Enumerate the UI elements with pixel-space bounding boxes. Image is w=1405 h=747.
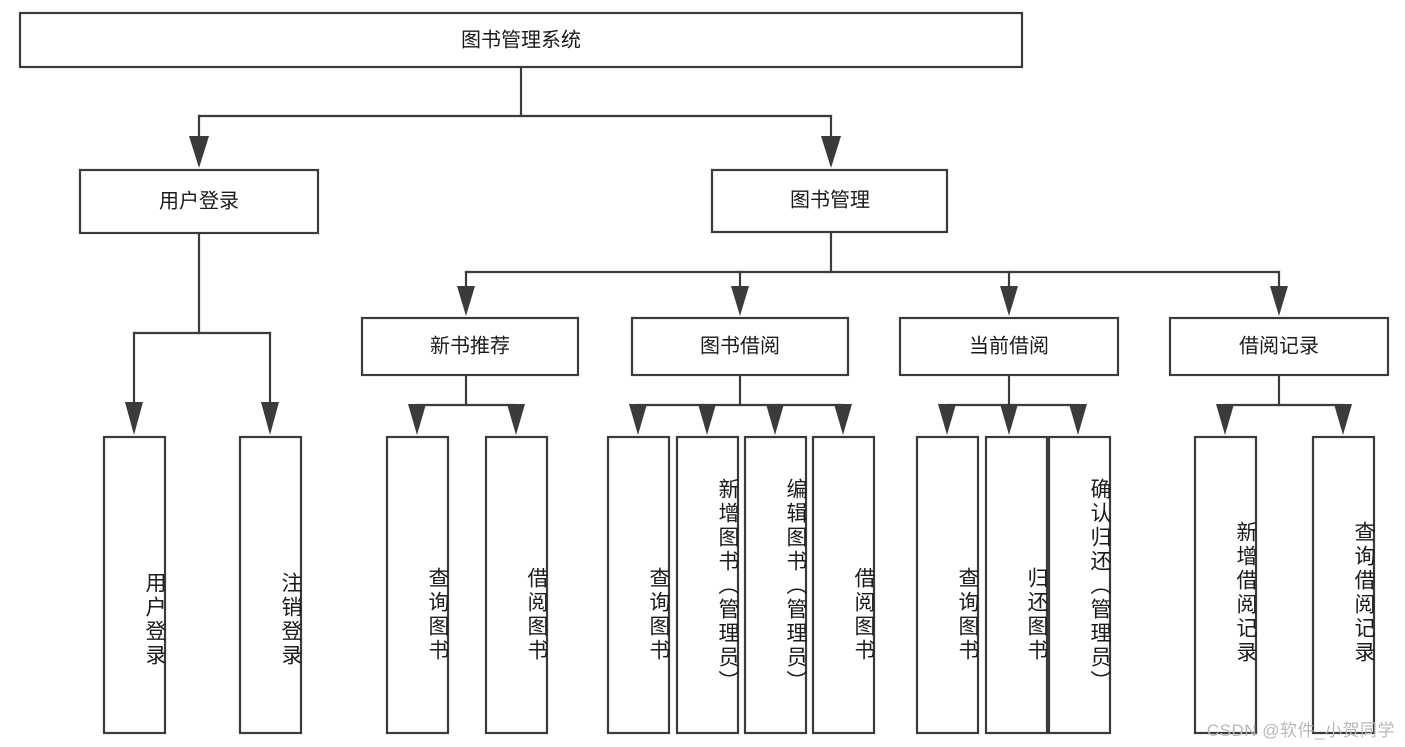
arrow-to-book-manage — [821, 136, 841, 168]
arrow-to-user-login — [189, 136, 209, 168]
node-borrow-record[interactable]: 借阅记录 — [1168, 316, 1390, 377]
node-book-borrow-label: 图书借阅 — [700, 334, 780, 357]
arrow-to-leaf-query-book-3 — [938, 404, 956, 435]
leaf-edit-book-box[interactable] — [743, 435, 808, 735]
arrow-to-leaf-query-record — [1334, 404, 1352, 435]
node-book-manage-label: 图书管理 — [790, 188, 870, 211]
node-new-book-rec-label: 新书推荐 — [430, 334, 510, 357]
leaf-query-record-box[interactable] — [1311, 435, 1376, 735]
leaf-confirm-return-box[interactable] — [1047, 435, 1112, 735]
node-user-login-label: 用户登录 — [159, 189, 239, 212]
leaf-box-layer[interactable] — [102, 435, 1376, 735]
node-root[interactable]: 图书管理系统 — [18, 11, 1024, 69]
node-new-book-rec-box[interactable] — [360, 316, 580, 377]
arrow-to-leaf-borrow-book-1 — [507, 404, 525, 435]
arrow-to-leaf-query-book-1 — [408, 404, 426, 435]
arrow-to-leaf-add-book — [698, 404, 716, 435]
node-user-login-box[interactable] — [78, 168, 320, 235]
arrow-to-leaf-borrow-book-2 — [834, 404, 852, 435]
node-root-label: 图书管理系统 — [461, 28, 581, 51]
leaf-add-book-box[interactable] — [675, 435, 740, 735]
arrow-to-current-borrow — [1000, 286, 1018, 316]
node-current-borrow-box[interactable] — [898, 316, 1120, 377]
arrow-to-leaf-confirm-return — [1069, 404, 1087, 435]
leaf-query-book-2-box[interactable] — [606, 435, 671, 735]
node-current-borrow-label: 当前借阅 — [969, 334, 1049, 357]
leaf-query-book-1-box[interactable] — [385, 435, 450, 735]
leaf-query-book-3-box[interactable] — [915, 435, 980, 735]
connector-layer — [125, 65, 1352, 435]
node-book-borrow-box[interactable] — [630, 316, 850, 377]
leaf-logout-box[interactable] — [238, 435, 303, 735]
arrow-to-leaf-edit-book — [766, 404, 784, 435]
arrow-to-leaf-return-book — [1000, 404, 1018, 435]
arrow-to-new-book-rec — [457, 286, 475, 316]
leaf-user-login-box[interactable] — [102, 435, 167, 735]
node-new-book-rec[interactable]: 新书推荐 — [360, 316, 580, 377]
leaf-borrow-book-1-box[interactable] — [484, 435, 549, 735]
node-book-manage-box[interactable] — [710, 168, 949, 234]
node-borrow-record-box[interactable] — [1168, 316, 1390, 377]
node-book-manage[interactable]: 图书管理 — [710, 168, 949, 234]
leaf-return-book-box[interactable] — [984, 435, 1049, 735]
node-book-borrow[interactable]: 图书借阅 — [630, 316, 850, 377]
arrow-to-book-borrow — [731, 286, 749, 316]
node-current-borrow[interactable]: 当前借阅 — [898, 316, 1120, 377]
node-user-login[interactable]: 用户登录 — [78, 168, 320, 235]
leaf-add-record-box[interactable] — [1193, 435, 1258, 735]
arrow-to-borrow-record — [1270, 286, 1288, 316]
arrow-to-leaf-logout — [261, 402, 279, 435]
arrow-to-leaf-add-record — [1216, 404, 1234, 435]
arrow-to-leaf-user-login — [125, 402, 143, 435]
leaf-borrow-book-2-box[interactable] — [811, 435, 876, 735]
node-root-box[interactable] — [18, 11, 1024, 69]
node-borrow-record-label: 借阅记录 — [1239, 334, 1319, 357]
arrow-to-leaf-query-book-2 — [629, 404, 647, 435]
csdn-watermark: CSDN @软件_小贺同学 — [1206, 721, 1395, 740]
